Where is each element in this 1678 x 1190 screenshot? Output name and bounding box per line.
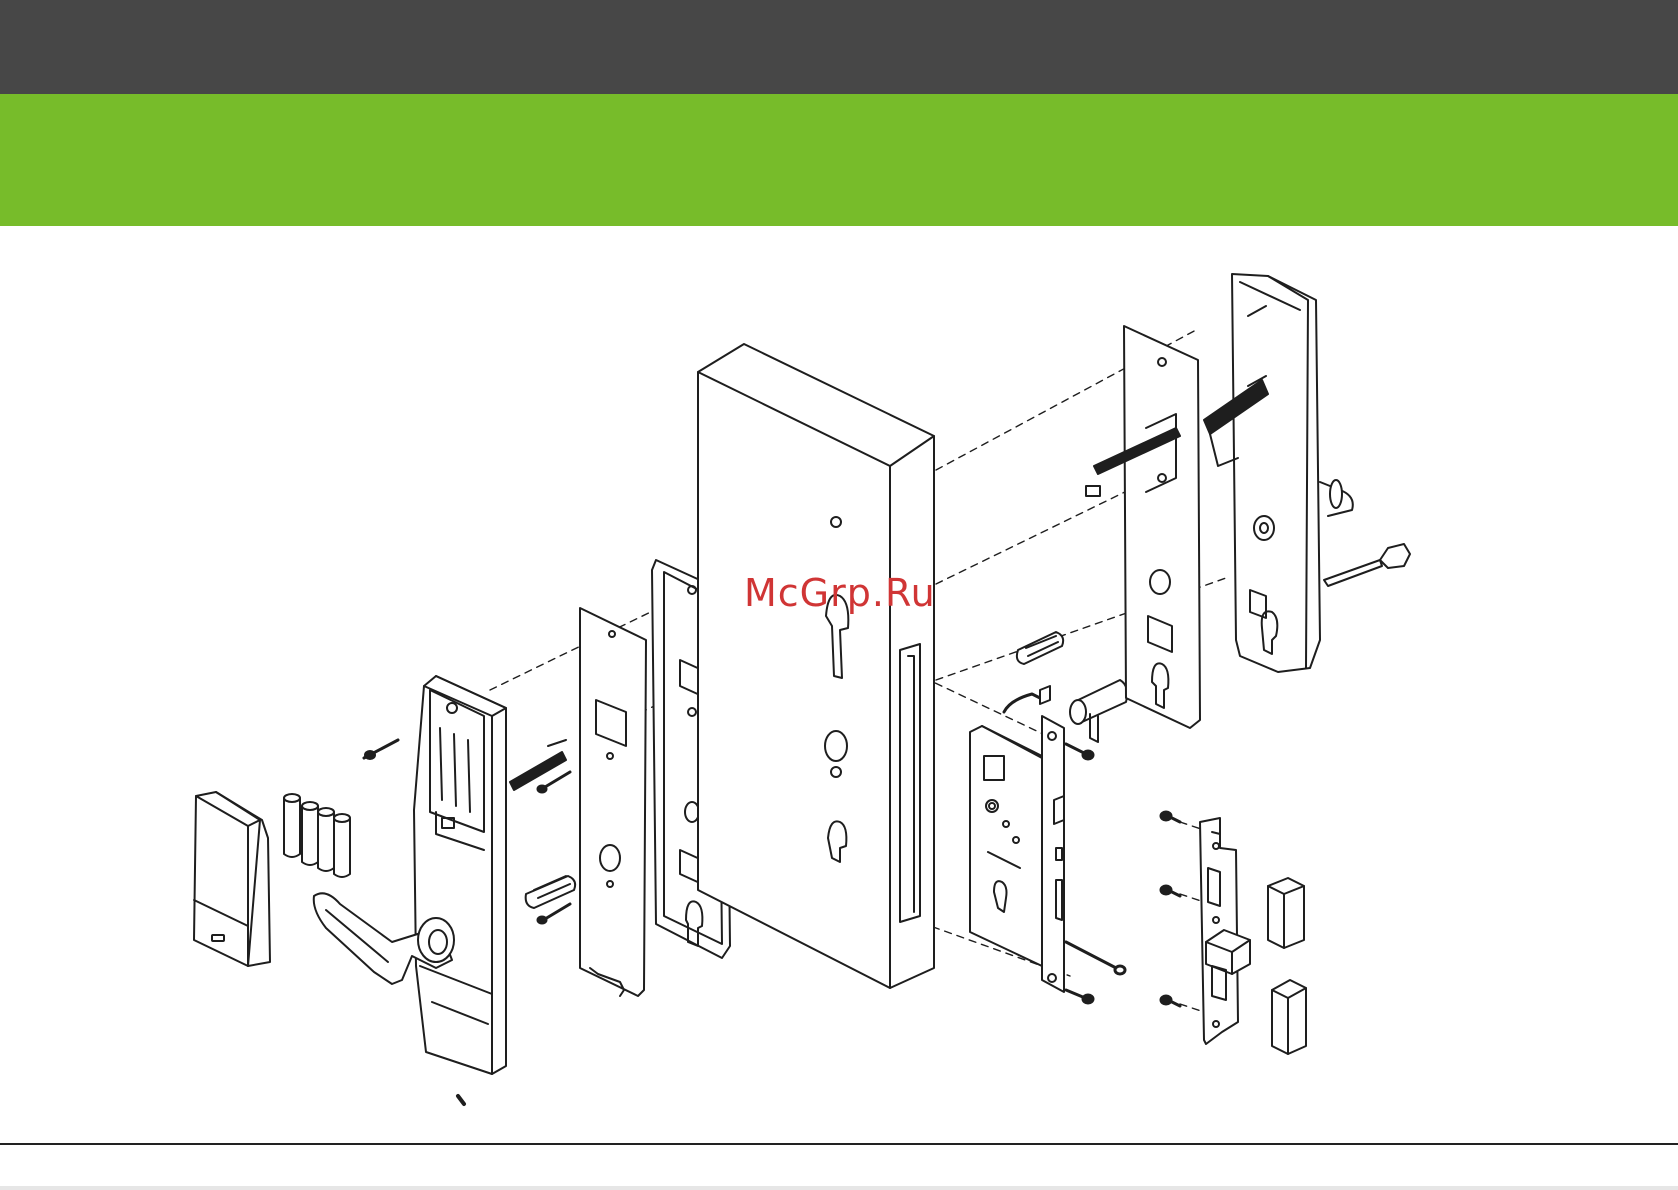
cover-plate [194,792,270,966]
strike-plate [1200,818,1250,1044]
key [1324,544,1410,586]
exploded-lock-diagram [0,226,1678,1140]
footer-rule [0,1143,1678,1145]
front-gasket [580,608,646,996]
mortise-screws [1066,744,1125,1003]
watermark: McGrp.Ru [744,571,936,615]
spindle-adapter-front [526,876,575,908]
spindle-adapter-rear [1017,632,1063,664]
rear-handle-body [1204,274,1353,672]
strike-boxes [1268,878,1306,1054]
mortise-body [970,686,1064,992]
door [698,344,934,988]
front-wire-ribbon [510,740,566,790]
strike-screws [1161,812,1180,1006]
rear-mounting-plate [1086,326,1200,728]
front-handle-body [364,676,506,1074]
batteries [284,794,350,877]
title-band [0,94,1678,226]
header-bar [0,0,1678,94]
footer-strip [0,1186,1678,1190]
mortise-cylinder [1070,680,1127,742]
